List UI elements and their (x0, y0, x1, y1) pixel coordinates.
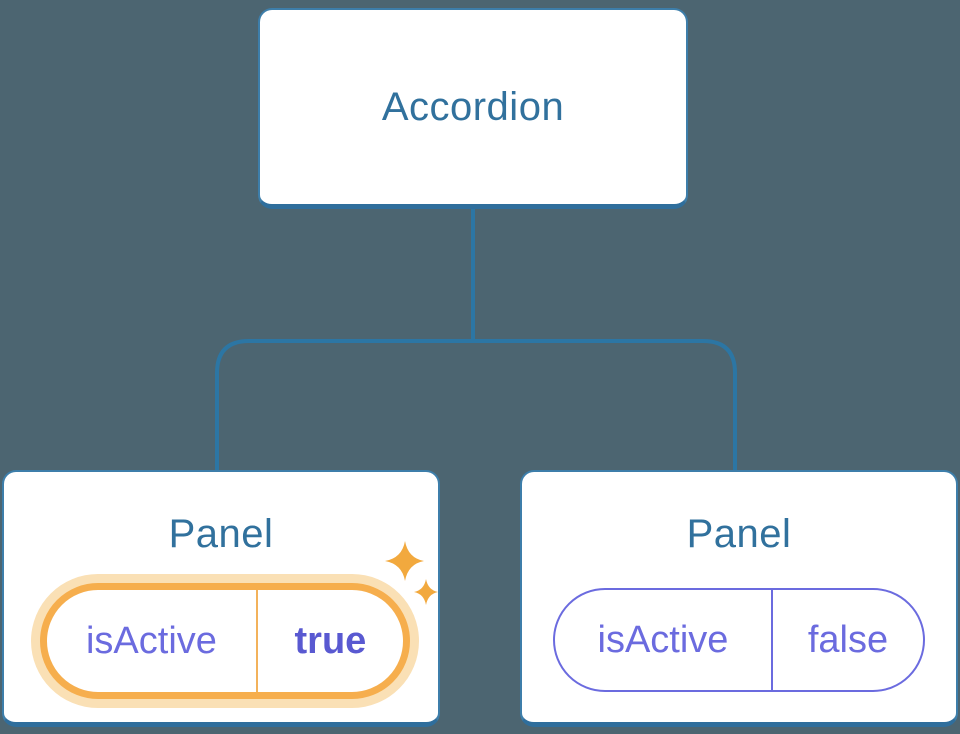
accordion-node-label: Accordion (381, 84, 565, 129)
state-key: isActive (47, 590, 258, 692)
panel-node-active: Panel isActive true (2, 470, 440, 727)
panel-node-inactive-label: Panel (686, 512, 792, 556)
state-pill-inactive: isActive false (553, 588, 925, 692)
sparkle-icon (385, 541, 438, 605)
state-value: false (807, 618, 889, 661)
panel-node-inactive: Panel isActive false (520, 470, 958, 727)
state-key: isActive (555, 590, 773, 690)
state-pill-active: isActive true (40, 583, 410, 699)
panel-node-active-label: Panel (168, 512, 274, 556)
state-value: true (294, 619, 367, 662)
accordion-node: Accordion (258, 8, 688, 209)
